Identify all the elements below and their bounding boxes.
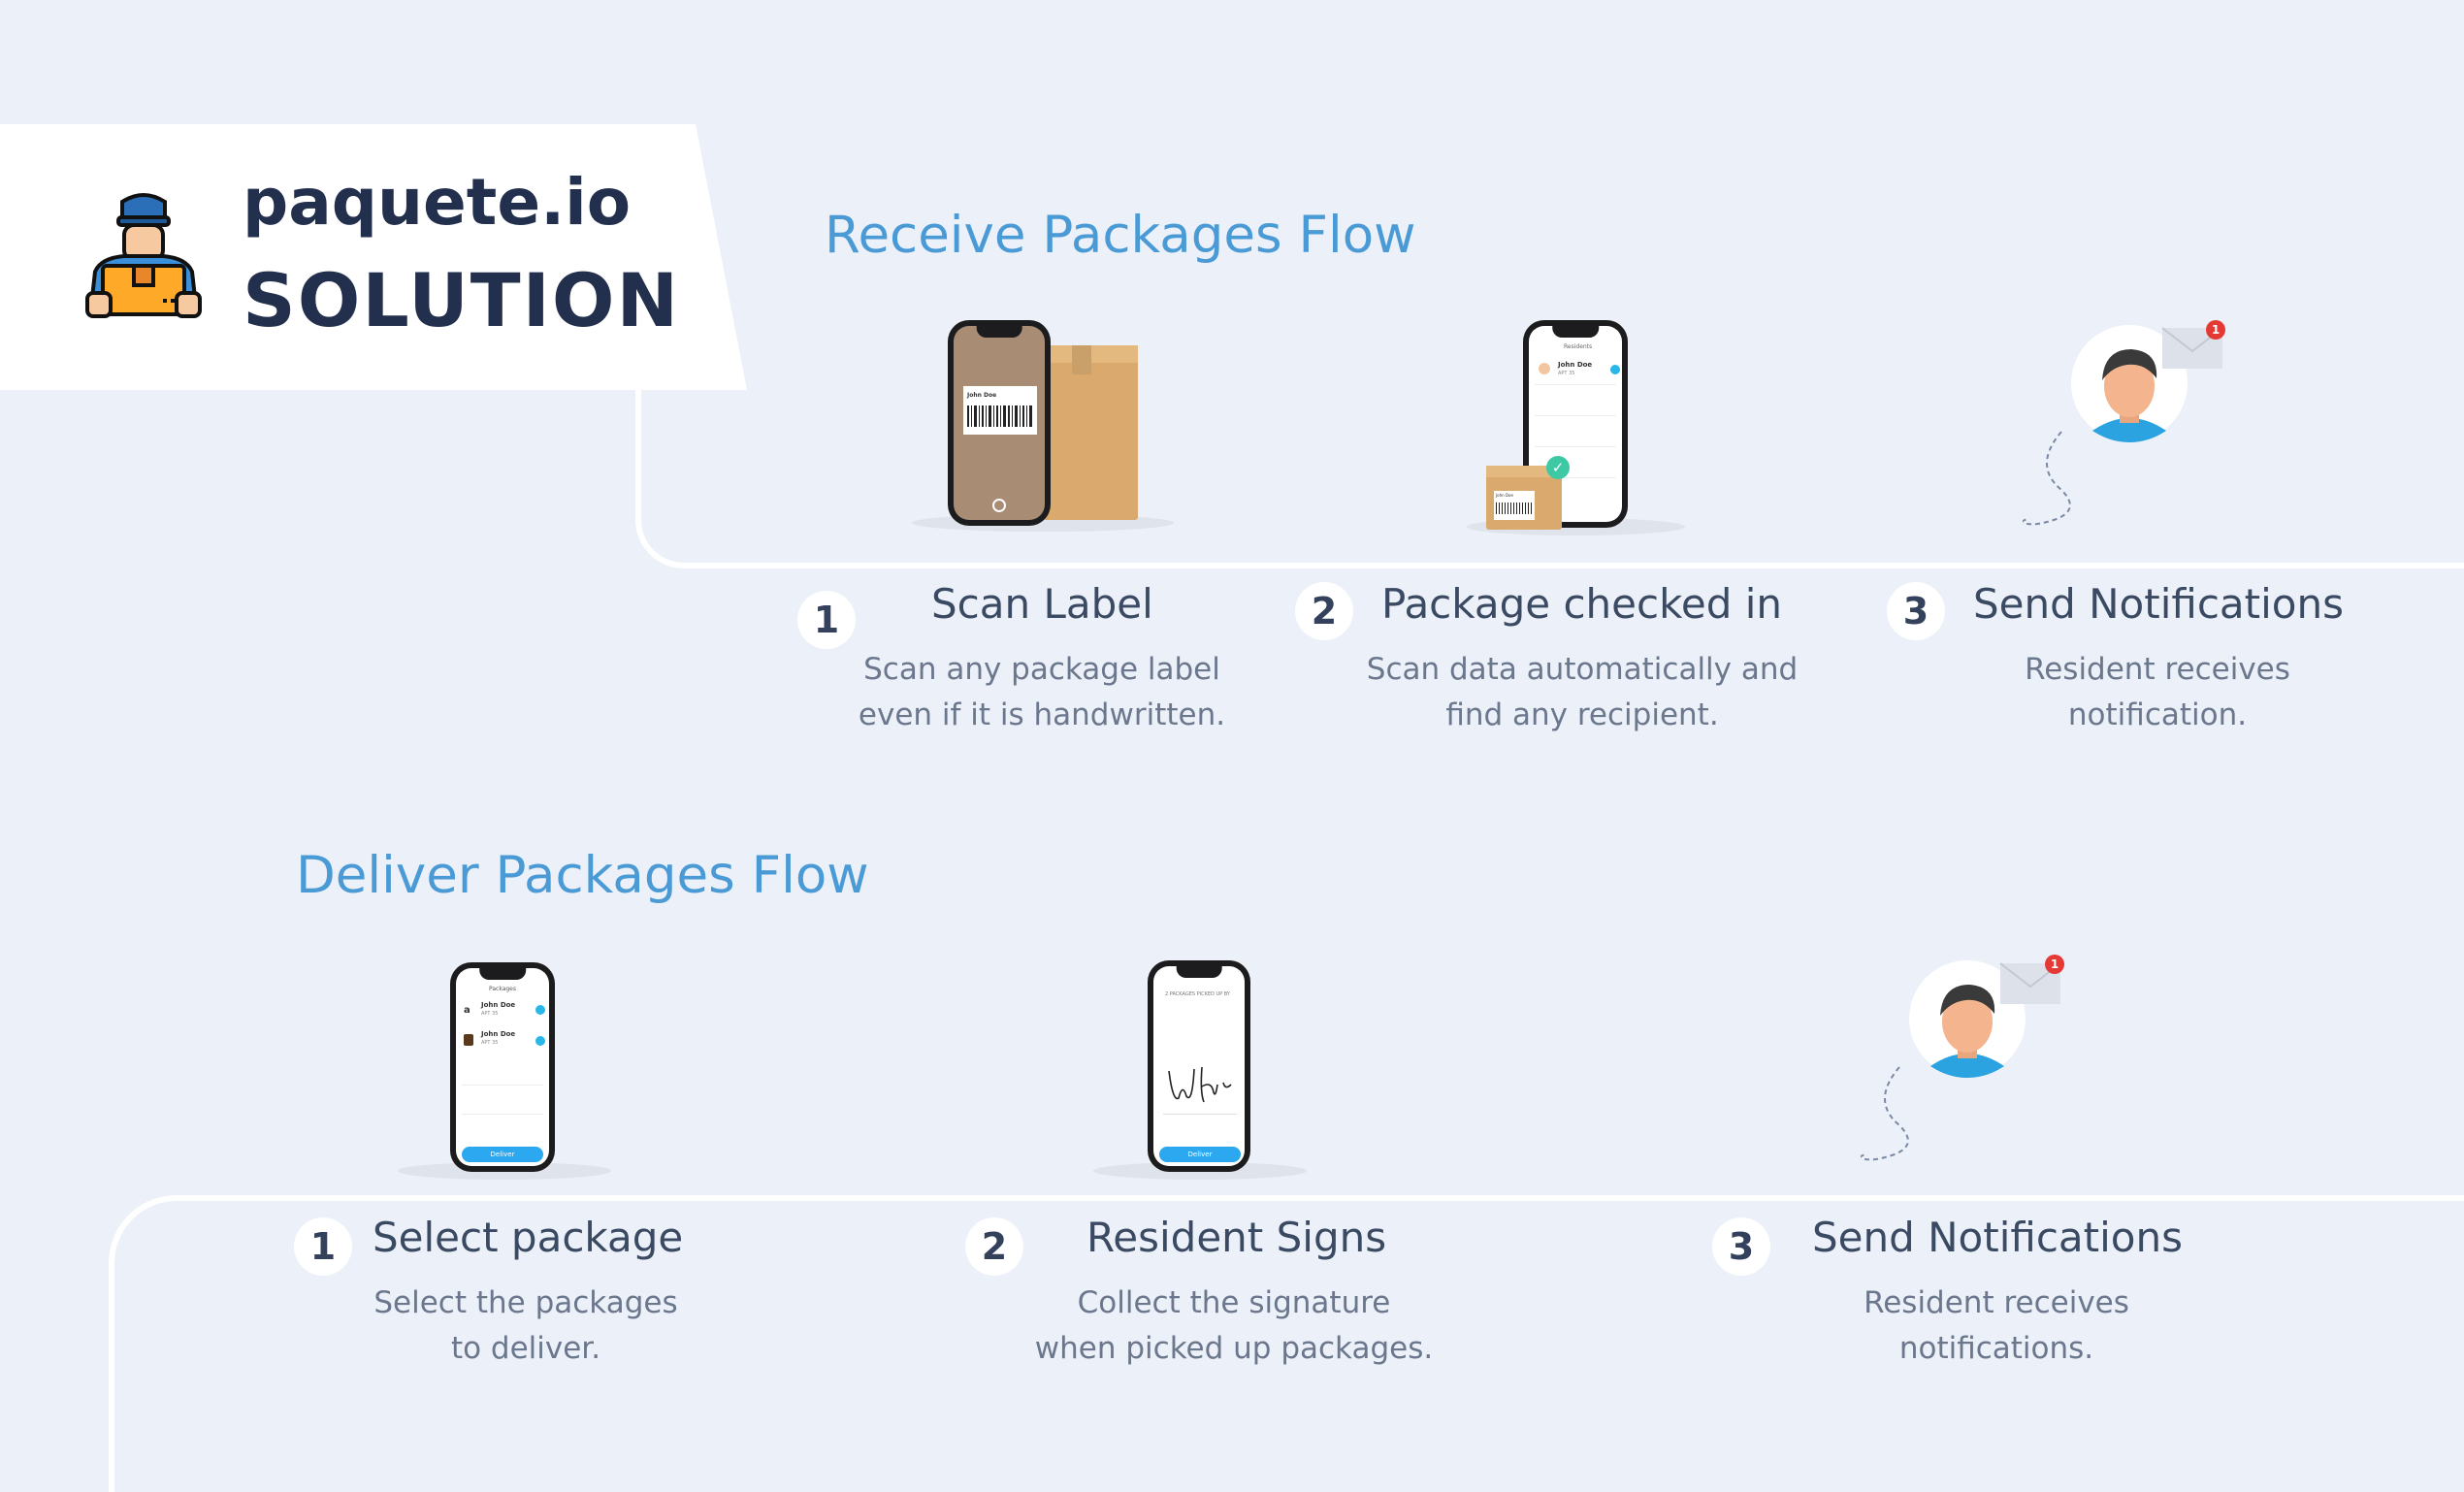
package-row-2-name: John Doe — [481, 1030, 516, 1038]
check-badge-icon: ✓ — [1546, 456, 1570, 479]
deliver-step-2-title: Resident Signs — [1086, 1214, 1387, 1261]
package-row-1-name: John Doe — [481, 1001, 516, 1009]
signature-phone: 2 PACKAGES PICKED UP BY Deliver — [1148, 960, 1250, 1172]
deliver-step-2-desc: Collect the signature when picked up pac… — [1021, 1281, 1447, 1372]
receive-flow-title: Receive Packages Flow — [825, 206, 1416, 265]
receive-step-3-desc: Resident receives notification. — [1985, 647, 2330, 738]
package-box — [1043, 345, 1138, 520]
packages-header: Packages — [489, 986, 516, 992]
deliver-step-1-desc: Select the packages to deliver. — [346, 1281, 705, 1372]
check-icon — [535, 1036, 545, 1046]
resident-avatar — [1539, 363, 1550, 374]
delivery-person-icon — [85, 193, 202, 318]
package-row-2-apt: APT 35 — [481, 1040, 499, 1046]
deliver-step-1-number: 1 — [294, 1217, 352, 1276]
residents-header: Residents — [1564, 343, 1593, 350]
barcode-icon — [967, 405, 1032, 427]
deliver-flow-rail — [109, 1195, 2464, 1492]
brand-name: paquete.io — [243, 165, 632, 240]
package-row-1-apt: APT 35 — [481, 1011, 499, 1017]
scan-phone: John Doe — [948, 320, 1051, 526]
deliver-step-3-desc-line1: Resident receives — [1864, 1285, 2129, 1320]
receive-step-1-desc-line2: even if it is handwritten. — [858, 697, 1226, 732]
deliver-flow-title: Deliver Packages Flow — [296, 846, 869, 905]
receive-step-3-desc-line1: Resident receives — [2025, 652, 2290, 687]
box-label-name: John Doe — [1496, 493, 1513, 498]
receive-step-2-desc-line1: Scan data automatically and — [1366, 652, 1799, 687]
notification-badge-count: 1 — [2211, 323, 2221, 337]
deliver-button[interactable]: Deliver — [1159, 1147, 1241, 1162]
amazon-icon: a — [464, 1005, 470, 1016]
receive-step-2-desc-line2: find any recipient. — [1445, 697, 1719, 732]
deliver-step-2-desc-line2: when picked up packages. — [1034, 1331, 1434, 1366]
deliver-step-3-desc: Resident receives notifications. — [1824, 1281, 2169, 1372]
notification-illustration — [2023, 325, 2223, 526]
deliver-step-3-title: Send Notifications — [1812, 1214, 2183, 1261]
resident-name: John Doe — [1558, 361, 1593, 369]
ups-icon — [464, 1034, 473, 1046]
deliver-step-2-number: 2 — [965, 1217, 1023, 1276]
receive-flow-rail — [635, 388, 2464, 568]
receive-step-1-desc: Scan any package label even if it is han… — [847, 647, 1237, 738]
resident-apt: APT 35 — [1558, 371, 1575, 376]
notification-illustration — [1861, 960, 2061, 1161]
deliver-step-1-desc-line1: Select the packages — [373, 1285, 678, 1320]
deliver-step-1-title: Select package — [373, 1214, 684, 1261]
deliver-step-3-desc-line2: notifications. — [1898, 1331, 2094, 1366]
deliver-step-2-desc-line1: Collect the signature — [1077, 1285, 1391, 1320]
check-icon — [535, 1005, 545, 1015]
deliver-button[interactable]: Deliver — [462, 1147, 543, 1162]
signature-drawing — [1168, 1066, 1232, 1103]
notification-badge: 1 — [2045, 955, 2064, 974]
receive-step-2-number: 2 — [1295, 582, 1353, 640]
check-icon — [1610, 365, 1620, 374]
deliver-step-3-number: 3 — [1712, 1217, 1770, 1276]
receive-step-2-desc: Scan data automatically and find any rec… — [1352, 647, 1812, 738]
shutter-button — [992, 499, 1006, 512]
scanned-label: John Doe — [963, 386, 1037, 435]
receive-step-3-number: 3 — [1887, 582, 1945, 640]
notification-badge-count: 1 — [2050, 957, 2059, 971]
receive-step-1-title: Scan Label — [931, 580, 1153, 628]
label-name: John Doe — [967, 392, 997, 399]
brand-subtitle: SOLUTION — [243, 257, 681, 343]
packages-phone: Packages a John Doe APT 35 John Doe APT … — [450, 962, 555, 1172]
receive-step-3-title: Send Notifications — [1973, 580, 2344, 628]
checked-in-box: John Doe — [1486, 466, 1562, 530]
receive-step-3-desc-line2: notification. — [2067, 697, 2248, 732]
receive-step-2-title: Package checked in — [1381, 580, 1783, 628]
receive-step-1-number: 1 — [797, 591, 856, 649]
signature-header: 2 PACKAGES PICKED UP BY — [1165, 991, 1230, 997]
receive-step-1-desc-line1: Scan any package label — [863, 652, 1220, 687]
deliver-step-1-desc-line2: to deliver. — [450, 1331, 601, 1366]
notification-badge: 1 — [2206, 320, 2225, 340]
